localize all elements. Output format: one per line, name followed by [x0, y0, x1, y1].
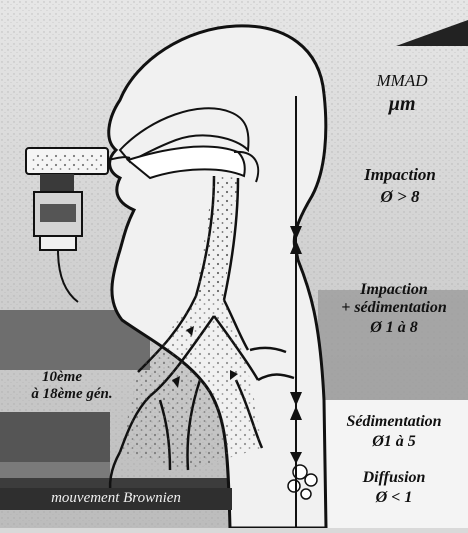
nebulizer-neck: [40, 174, 74, 192]
label-sedimentation: Sédimentation: [320, 414, 468, 431]
nebulizer-base: [40, 236, 76, 250]
label-unit: µm: [352, 94, 452, 115]
label-diffusion: Diffusion: [320, 470, 468, 487]
label-sedimentation-size: Ø1 à 5: [320, 434, 468, 451]
label-brownian: mouvement Brownien: [0, 488, 232, 510]
label-generations-1: 10ème: [2, 370, 122, 386]
label-impaction-sed-2: + sédimentation: [320, 300, 468, 317]
nebulizer-particles: [32, 152, 102, 170]
label-impaction-sed-size: Ø 1 à 8: [320, 320, 468, 337]
label-generations-2: à 18ème gén.: [2, 387, 142, 403]
label-mmad: MMAD: [352, 72, 452, 90]
label-impaction: Impaction: [340, 166, 460, 184]
band-left-mid: [0, 412, 110, 462]
nebulizer-reservoir: [40, 204, 76, 222]
label-impaction-size: Ø > 8: [340, 188, 460, 206]
label-impaction-sed: Impaction: [320, 282, 468, 299]
label-diffusion-size: Ø < 1: [320, 490, 468, 507]
